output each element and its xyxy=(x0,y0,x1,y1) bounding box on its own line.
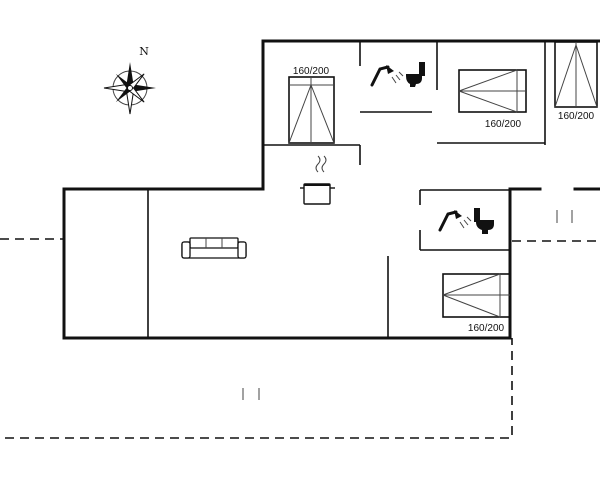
cooking-pot-icon xyxy=(300,155,335,205)
bed-size-label: 160/200 xyxy=(485,119,522,130)
compass-north-label: N xyxy=(139,45,149,58)
interior-walls xyxy=(147,41,546,338)
sofa-icon xyxy=(181,237,247,259)
toilet-icon xyxy=(474,208,494,234)
bed-size-label: 160/200 xyxy=(468,323,505,334)
shower-icon xyxy=(438,210,472,232)
bed-icon xyxy=(458,69,527,113)
bed-icon xyxy=(442,273,511,318)
toilet-icon xyxy=(406,62,425,87)
bed-size-label: 160/200 xyxy=(293,66,330,77)
bed-size-label: 160/200 xyxy=(558,111,595,122)
bed-icon xyxy=(288,76,335,144)
terrace-outline xyxy=(0,210,600,439)
bed-icon xyxy=(554,41,598,108)
shower-icon xyxy=(370,65,404,87)
outer-walls xyxy=(62,39,600,340)
compass-rose-icon xyxy=(103,62,156,115)
